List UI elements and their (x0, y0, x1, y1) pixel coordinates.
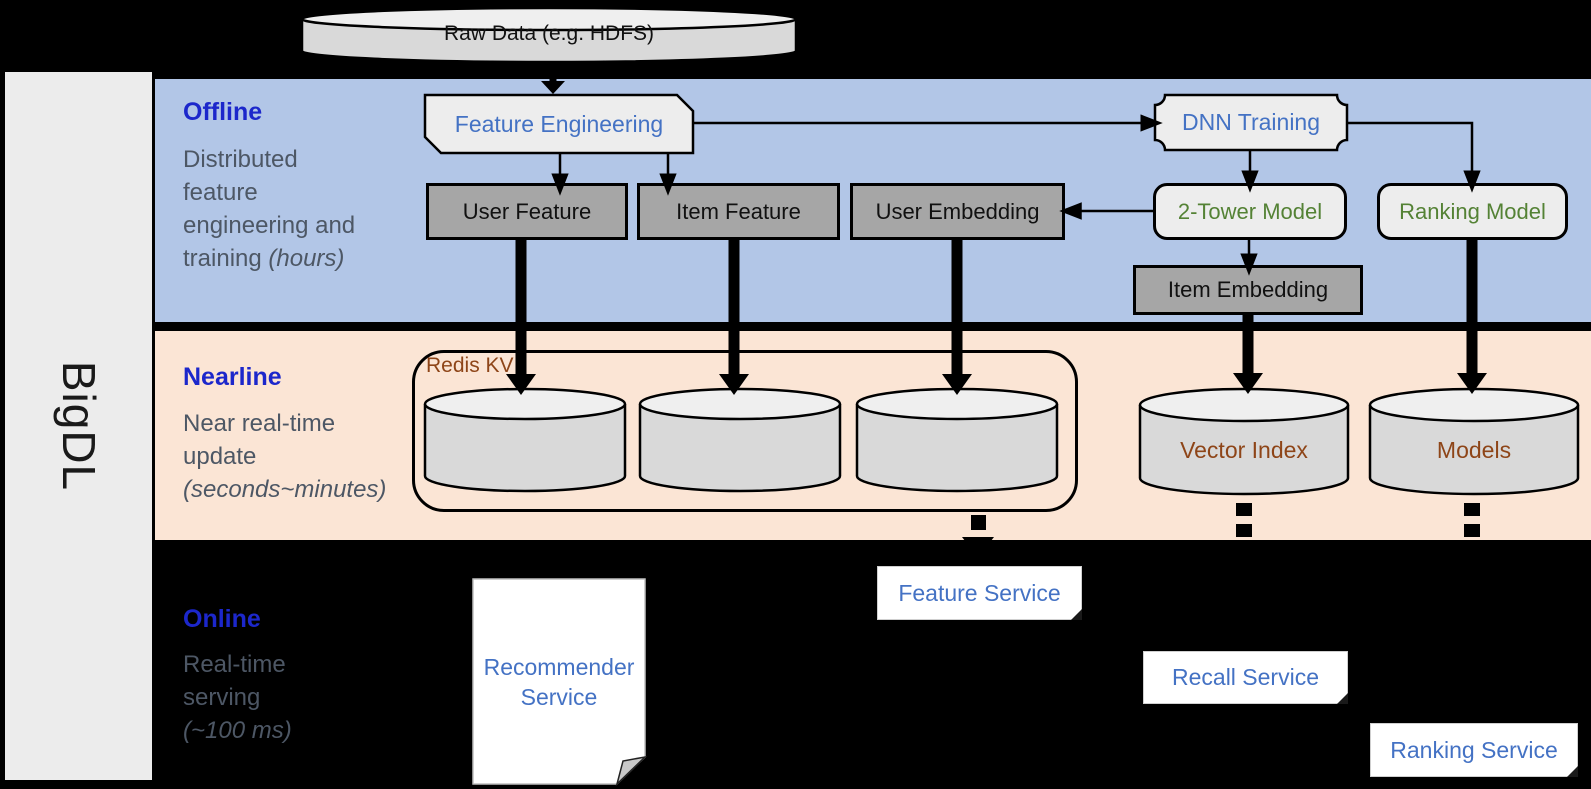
redis-kv-label: Redis KV (426, 354, 514, 377)
offline-title: Offline (183, 98, 263, 126)
user-embedding-box: User Embedding (850, 183, 1065, 240)
recall-service-box: Recall Service (1143, 651, 1348, 704)
online-subtitle-italic: (~100 ms) (183, 717, 292, 744)
nearline-subtitle-italic: (seconds~minutes) (183, 476, 387, 503)
nearline-subtitle-text: Near real-time update (183, 410, 336, 470)
vector-index-label: Vector Index (1180, 436, 1308, 463)
dnn-training-label: DNN Training (1181, 109, 1321, 135)
recommender-service-label: Recommender Service (483, 654, 635, 710)
feature-engineering-label: Feature Engineering (454, 110, 664, 137)
online-subtitle-text: Real-time serving (183, 651, 286, 711)
online-subtitle: Real-time serving (~100 ms) (183, 648, 383, 747)
redis-kv-frame (412, 350, 1078, 512)
bigdl-sidebar: BigDL (5, 72, 152, 780)
two-tower-model-box: 2-Tower Model (1153, 183, 1347, 240)
offline-subtitle-text: Distributed feature engineering and trai… (183, 146, 356, 272)
ranking-model-box: Ranking Model (1377, 183, 1568, 240)
feature-service-box: Feature Service (877, 566, 1082, 620)
raw-data-label: Raw Data (e.g. HDFS) (443, 22, 655, 45)
models-label: Models (1436, 436, 1512, 463)
nearline-title: Nearline (183, 363, 282, 391)
offline-subtitle-italic: (hours) (268, 245, 345, 272)
user-feature-box: User Feature (426, 183, 628, 240)
bigdl-brand-label: BigDL (52, 360, 105, 492)
ranking-service-box: Ranking Service (1370, 723, 1578, 777)
nearline-subtitle: Near real-time update (seconds~minutes) (183, 407, 443, 506)
online-title: Online (183, 605, 261, 633)
item-feature-box: Item Feature (637, 183, 840, 240)
item-embedding-box: Item Embedding (1133, 265, 1363, 315)
offline-subtitle: Distributed feature engineering and trai… (183, 143, 403, 275)
